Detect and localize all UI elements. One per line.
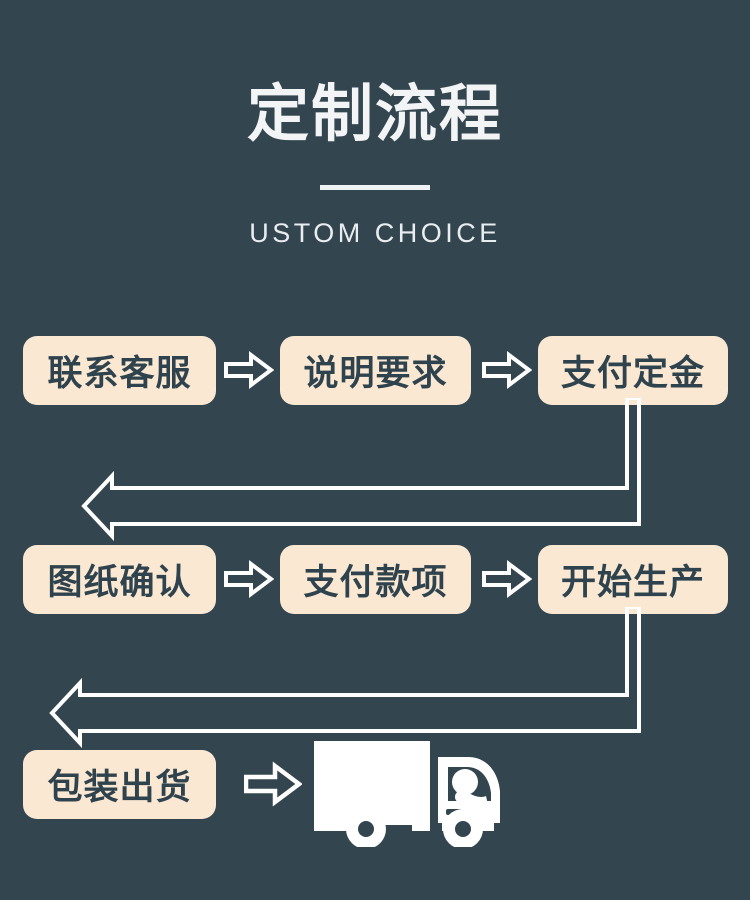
arrow-right-outline-icon	[482, 559, 532, 599]
arrow-right-outline-icon	[482, 350, 532, 390]
page-subtitle: USTOM CHOICE	[249, 218, 501, 248]
page-title: 定制流程	[246, 77, 503, 150]
step-box-pay-deposit[interactable]: 支付定金	[538, 336, 728, 405]
arrow-wrap-down-left-outline-icon	[0, 607, 750, 757]
step-label: 联系客服	[47, 354, 192, 394]
title-divider	[320, 185, 430, 190]
step-box-start-production[interactable]: 开始生产	[538, 545, 728, 614]
arrow-right-outline-icon	[244, 760, 302, 808]
step-box-pay-balance[interactable]: 支付款项	[280, 545, 471, 614]
step-label: 支付款项	[303, 563, 448, 603]
step-box-contact-service[interactable]: 联系客服	[23, 336, 216, 405]
step-label: 支付定金	[560, 354, 705, 394]
step-label: 包装出货	[47, 768, 192, 808]
step-label: 说明要求	[303, 354, 448, 394]
step-box-packaging-shipment[interactable]: 包装出货	[23, 750, 216, 819]
step-box-drawing-confirmation[interactable]: 图纸确认	[23, 545, 216, 614]
arrow-right-outline-icon	[224, 559, 274, 599]
step-box-explain-requirements[interactable]: 说明要求	[280, 336, 471, 405]
step-label: 图纸确认	[47, 563, 192, 603]
arrow-right-outline-icon	[224, 350, 274, 390]
arrow-wrap-down-left-outline-icon	[0, 398, 750, 548]
step-label: 开始生产	[560, 563, 705, 603]
delivery-truck-icon	[308, 735, 518, 847]
